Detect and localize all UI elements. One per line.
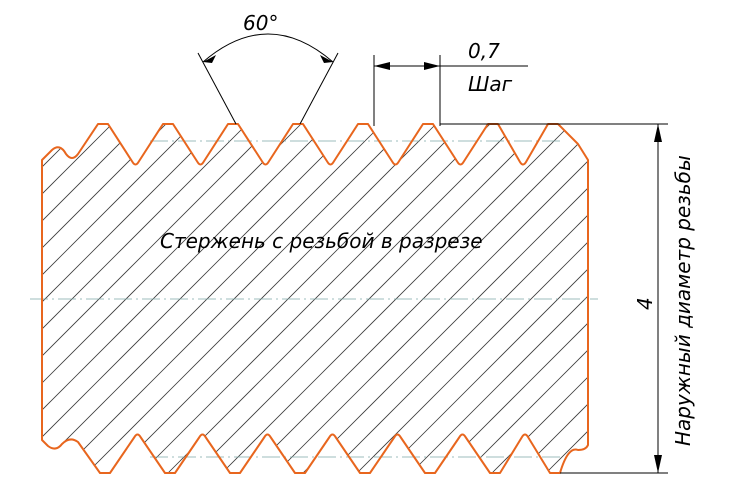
hatch-line <box>42 124 130 473</box>
section-caption: Стержень с резьбой в разрезе <box>160 229 483 253</box>
angle-arc <box>202 33 334 63</box>
hatch-line <box>42 124 454 473</box>
hatch-line <box>66 124 508 473</box>
pitch-arrow-right <box>424 62 440 70</box>
hatch-line <box>363 124 588 473</box>
diameter-value: 4 <box>633 297 657 310</box>
angle-arrow-left <box>203 55 216 63</box>
hatch-line <box>42 124 346 473</box>
pitch-value: 0,7 <box>468 39 500 63</box>
hatch-line <box>120 124 562 473</box>
hatch-line <box>228 124 588 473</box>
hatch-line <box>42 124 76 473</box>
hatch-line <box>42 124 265 473</box>
angle-extension-right <box>299 52 339 125</box>
diameter-caption: Наружный диаметр резьбы <box>671 155 695 446</box>
hatch-line <box>42 124 427 473</box>
hatch-line <box>147 124 588 473</box>
pitch-dimension: 0,7 Шаг <box>373 39 528 126</box>
hatch-line <box>174 124 588 473</box>
hatch-line <box>42 124 184 473</box>
hatch-line <box>607 80 730 496</box>
angle-extension-left <box>197 52 237 125</box>
hatch-line <box>0 80 21 496</box>
pitch-arrow-left <box>374 62 390 70</box>
hatch-line <box>552 124 588 473</box>
angle-dimension: 60° <box>197 11 339 125</box>
hatch-line <box>309 124 588 473</box>
hatch-line <box>715 80 730 496</box>
diameter-arrow-top <box>654 124 662 142</box>
hatch-line <box>336 124 588 473</box>
hatch-line <box>282 124 588 473</box>
angle-label: 60° <box>243 11 278 35</box>
hatch-line <box>42 124 400 473</box>
hatch-line <box>42 124 481 473</box>
hatch-line <box>42 124 211 473</box>
hatch-line <box>417 124 588 473</box>
hatch-line <box>42 124 157 473</box>
hatch-line <box>498 124 588 473</box>
thread-profile-outline <box>41 123 589 474</box>
section-hatching <box>0 80 730 496</box>
hatch-line <box>42 124 292 473</box>
hatch-line <box>42 124 49 473</box>
hatch-line <box>42 124 373 473</box>
diameter-dimension: 4 Наружный диаметр резьбы <box>440 123 695 474</box>
hatch-line <box>42 124 238 473</box>
hatch-line <box>579 124 588 473</box>
diameter-arrow-bottom <box>654 455 662 473</box>
angle-arrow-right <box>320 55 333 63</box>
hatch-line <box>471 124 588 473</box>
hatch-line <box>525 124 588 473</box>
hatch-line <box>42 124 319 473</box>
pitch-caption: Шаг <box>468 72 513 96</box>
